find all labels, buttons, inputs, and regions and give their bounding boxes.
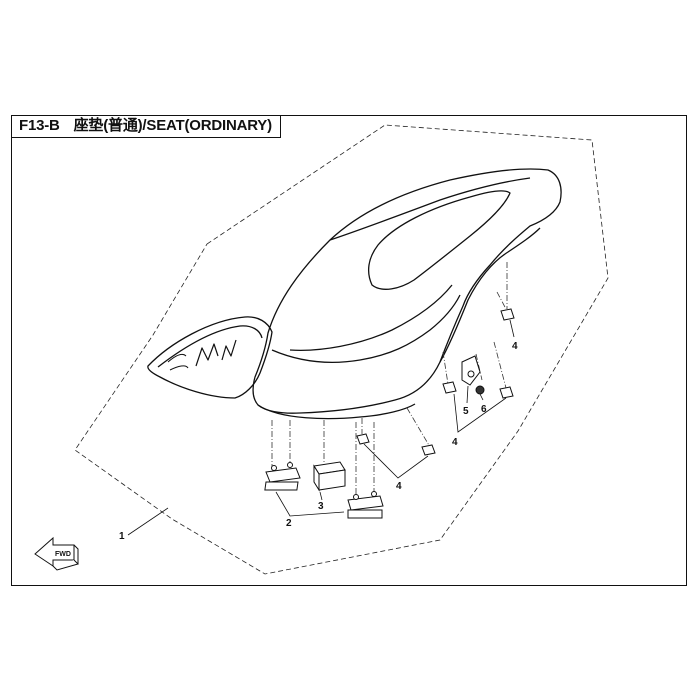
callout-5: 5 <box>463 406 469 417</box>
clip-nut-2 <box>421 444 436 456</box>
assembly-boundary <box>74 124 609 575</box>
diagram-title: 座垫(普通)/SEAT(ORDINARY) <box>73 117 272 134</box>
callout-6: 6 <box>481 404 487 415</box>
leader-lines <box>271 262 508 494</box>
callout-4c: 4 <box>512 341 518 352</box>
foam-block <box>313 461 346 492</box>
clip-nut-5 <box>499 386 514 399</box>
callout-leaders <box>127 319 515 536</box>
seat-bracket-left <box>264 462 301 491</box>
fwd-label: FWD <box>55 551 71 558</box>
fwd-arrow-icon: FWD <box>34 536 79 571</box>
diagram-frame <box>11 115 687 586</box>
latch-bracket <box>461 355 481 386</box>
title-box: F13-B 座垫(普通)/SEAT(ORDINARY) <box>11 115 281 138</box>
seat-bracket-right <box>347 491 384 519</box>
clip-nut-4 <box>442 381 457 394</box>
callout-3: 3 <box>318 501 324 512</box>
bolt <box>475 385 485 395</box>
callout-2: 2 <box>286 518 292 529</box>
clip-nut-3 <box>500 308 515 321</box>
seat-assembly <box>147 168 562 420</box>
parts <box>264 308 515 519</box>
callout-1: 1 <box>119 531 125 542</box>
callout-4b: 4 <box>452 437 458 448</box>
clip-nut-1 <box>356 433 370 445</box>
callout-4a: 4 <box>396 481 402 492</box>
diagram-code: F13-B <box>19 117 60 134</box>
